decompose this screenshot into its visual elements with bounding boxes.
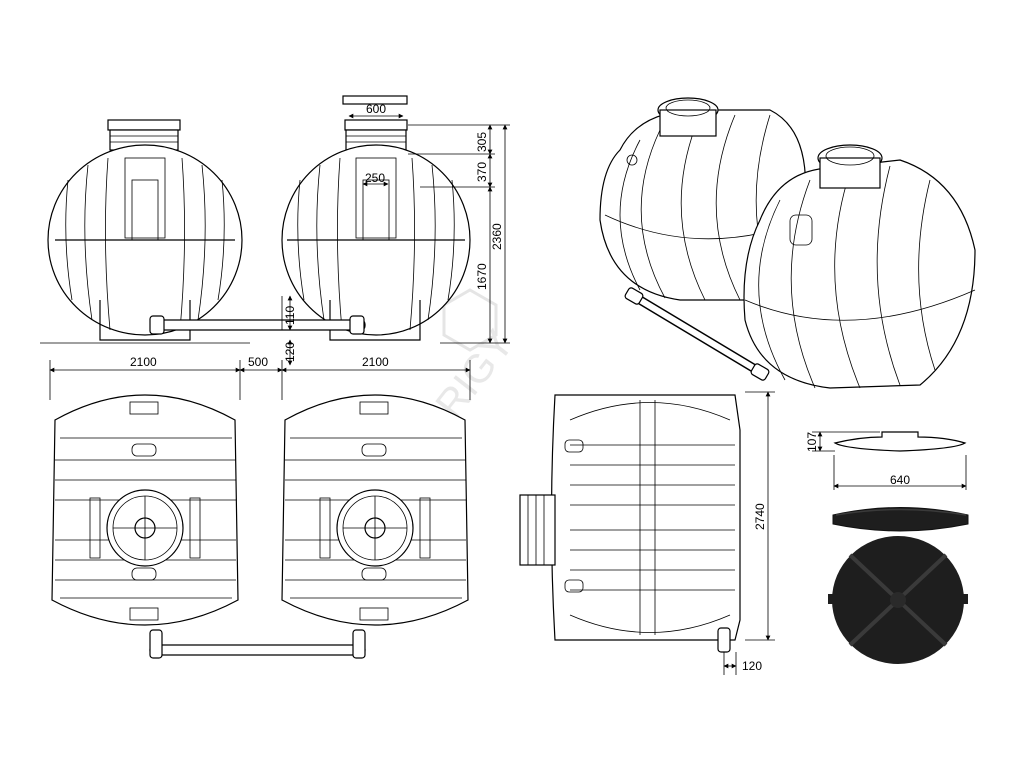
front-dimensions: 600 250 305 370 2360 1670 110 120 xyxy=(281,102,510,366)
dim-lid-diameter: 640 xyxy=(890,473,910,487)
dim-lid-height: 107 xyxy=(805,432,819,452)
lid-top-photo xyxy=(828,536,968,664)
dim-pipe-height: 1670 xyxy=(475,263,489,290)
dim-neck-height: 305 xyxy=(475,132,489,152)
lid-profile: 107 640 xyxy=(805,431,967,490)
top-dimensions: 2100 500 2100 xyxy=(49,355,471,400)
lid-side-photo xyxy=(832,507,969,532)
dim-ground-gap: 120 xyxy=(283,342,297,362)
front-view-right-tank xyxy=(281,95,471,341)
side-view-tank: 2740 120 xyxy=(519,391,775,675)
top-view-left-tank xyxy=(51,394,239,626)
dim-total-height: 2360 xyxy=(490,223,504,250)
top-connecting-pipe xyxy=(149,629,366,659)
dim-pipe-offset: 110 xyxy=(283,306,297,325)
dim-outlet-offset: 120 xyxy=(742,659,762,673)
front-view-left-tank xyxy=(40,119,250,344)
isometric-view xyxy=(599,97,976,389)
dim-dome-height: 370 xyxy=(475,162,489,182)
dim-tank-width-right: 2100 xyxy=(362,355,389,369)
dim-lid-width: 600 xyxy=(366,102,386,116)
dim-tank-spacing: 500 xyxy=(248,355,268,369)
front-connecting-pipe xyxy=(149,315,366,335)
dim-tank-width-left: 2100 xyxy=(130,355,157,369)
top-view-right-tank xyxy=(281,394,469,626)
dim-inner-opening: 250 xyxy=(365,171,385,185)
dim-tank-length: 2740 xyxy=(753,503,767,530)
